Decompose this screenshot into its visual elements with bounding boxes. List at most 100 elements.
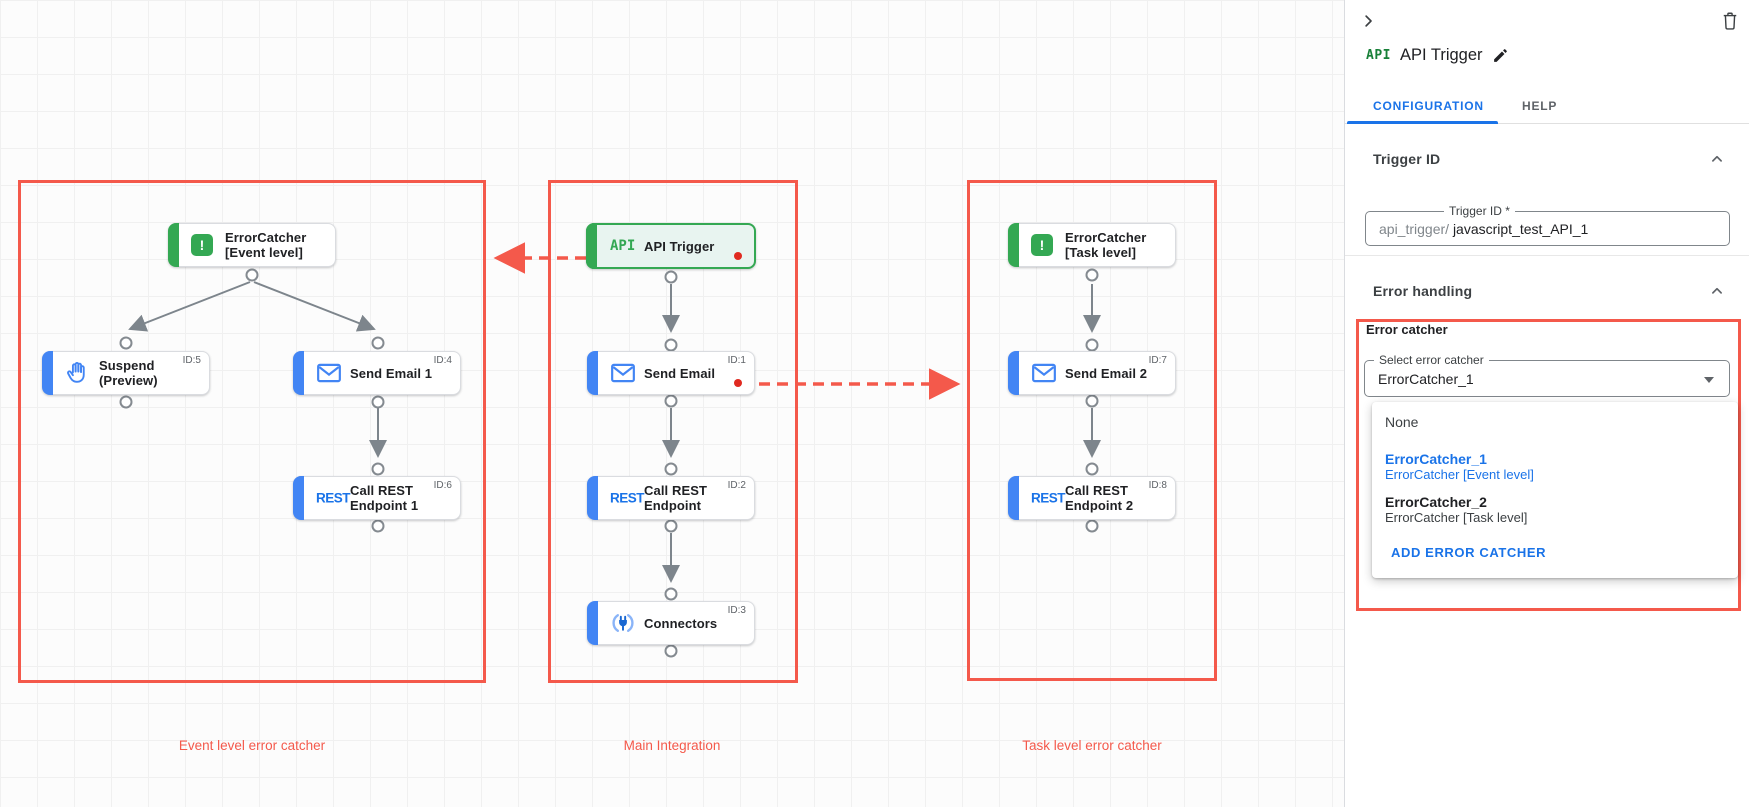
collapse-trigger-id-button[interactable] <box>1707 150 1727 170</box>
email-icon <box>1031 362 1057 384</box>
node-id-badge: ID:4 <box>433 355 452 366</box>
node-label: API Trigger <box>644 238 715 254</box>
node-id-badge: ID:7 <box>1148 355 1167 366</box>
error-catcher-icon: ! <box>1031 234 1053 256</box>
node-send-email[interactable]: Send Email ID:1 <box>587 351 755 395</box>
event-level-group-box <box>18 180 486 683</box>
rest-icon: REST <box>610 490 645 506</box>
rest-icon: REST <box>1031 490 1066 506</box>
pencil-icon <box>1494 48 1507 62</box>
node-label: Call REST <box>350 483 414 498</box>
node-label-line2: (Preview) <box>99 373 158 388</box>
node-accent-bar <box>1008 476 1019 520</box>
section-heading-error-handling[interactable]: Error handling <box>1373 283 1473 299</box>
email-icon <box>316 362 342 384</box>
node-error-catcher-event[interactable]: ! ErrorCatcher[Event level] <box>168 223 336 267</box>
node-send-email-2[interactable]: Send Email 2 ID:7 <box>1008 351 1176 395</box>
error-catcher-annotation-box <box>1356 319 1741 611</box>
menu-option-errorcatcher-2[interactable]: ErrorCatcher_2 ErrorCatcher [Task level] <box>1385 494 1528 525</box>
node-accent-bar <box>293 351 304 395</box>
trash-icon <box>1723 12 1737 30</box>
event-level-group-label: Event level error catcher <box>178 738 326 753</box>
menu-option-errorcatcher-1[interactable]: ErrorCatcher_1 ErrorCatcher [Event level… <box>1385 451 1534 482</box>
dropdown-arrow-icon <box>1704 376 1714 383</box>
node-label-line2: Endpoint <box>644 498 702 513</box>
error-catcher-select-label: Select error catcher <box>1374 353 1489 367</box>
integration-canvas[interactable]: ! ErrorCatcher[Event level] Suspend(Prev… <box>0 0 1344 807</box>
node-label: Send Email 1 <box>350 365 433 381</box>
config-panel: API API Trigger CONFIGURATION HELP Trigg… <box>1344 0 1749 807</box>
tab-configuration[interactable]: CONFIGURATION <box>1373 99 1484 113</box>
main-integration-group-label: Main Integration <box>623 738 721 753</box>
node-accent-bar <box>587 476 598 520</box>
add-error-catcher-button[interactable]: ADD ERROR CATCHER <box>1391 545 1547 560</box>
collapse-panel-button[interactable] <box>1358 12 1378 32</box>
main-integration-group-box <box>548 180 798 683</box>
node-error-catcher-task[interactable]: ! ErrorCatcher[Task level] <box>1008 223 1176 267</box>
api-trigger-icon: API <box>610 238 636 254</box>
trigger-id-field-label: Trigger ID * <box>1444 204 1515 218</box>
node-accent-bar <box>587 351 598 395</box>
trigger-id-value: javascript_test_API_1 <box>1452 220 1589 237</box>
node-label-line2: [Event level] <box>225 245 303 260</box>
node-label: Call REST <box>644 483 708 498</box>
node-suspend[interactable]: Suspend(Preview) ID:5 <box>42 351 210 395</box>
panel-tabs: CONFIGURATION HELP <box>1345 95 1749 125</box>
tab-help[interactable]: HELP <box>1522 99 1558 113</box>
error-catcher-select-value: ErrorCatcher_1 <box>1378 370 1474 387</box>
node-id-badge: ID:1 <box>727 355 746 366</box>
active-tab-underline <box>1347 121 1498 124</box>
node-accent-bar <box>587 601 598 645</box>
hand-icon <box>65 361 90 386</box>
node-label-line2: Endpoint 1 <box>350 498 419 513</box>
section-divider <box>1345 255 1749 256</box>
trigger-id-field[interactable]: Trigger ID * api_trigger/ javascript_tes… <box>1365 204 1730 246</box>
delete-trigger-button[interactable] <box>1719 10 1741 34</box>
node-label-line2: Endpoint 2 <box>1065 498 1134 513</box>
error-catcher-select[interactable]: Select error catcher ErrorCatcher_1 <box>1364 353 1730 397</box>
node-accent-bar <box>168 223 179 267</box>
task-level-group-label: Task level error catcher <box>1022 738 1162 753</box>
section-heading-trigger-id[interactable]: Trigger ID <box>1373 151 1441 167</box>
node-send-email-1[interactable]: Send Email 1 ID:4 <box>293 351 461 395</box>
error-catcher-dropdown-menu: None ErrorCatcher_1 ErrorCatcher [Event … <box>1372 402 1738 578</box>
node-label: Connectors <box>644 615 718 631</box>
error-indicator-dot <box>734 252 742 260</box>
chevron-up-icon <box>1712 287 1722 294</box>
tabs-divider <box>1345 123 1749 124</box>
node-accent-bar <box>42 351 53 395</box>
node-label: ErrorCatcher <box>225 230 307 245</box>
node-id-badge: ID:5 <box>182 355 201 366</box>
api-trigger-logo-icon: API <box>1366 48 1391 63</box>
panel-title: API Trigger <box>1399 46 1483 64</box>
node-id-badge: ID:3 <box>727 605 746 616</box>
node-api-trigger[interactable]: API API Trigger <box>586 223 756 269</box>
node-label: Send Email 2 <box>1065 365 1148 381</box>
node-label: Suspend <box>99 358 155 373</box>
task-level-group-box <box>967 180 1217 681</box>
node-id-badge: ID:6 <box>433 480 452 491</box>
trigger-id-prefix: api_trigger/ <box>1379 220 1450 237</box>
collapse-error-handling-button[interactable] <box>1707 282 1727 302</box>
rest-icon: REST <box>316 490 351 506</box>
node-accent-bar <box>293 476 304 520</box>
chevron-up-icon <box>1712 155 1722 162</box>
node-connectors[interactable]: Connectors ID:3 <box>587 601 755 645</box>
chevron-right-icon <box>1365 15 1372 27</box>
node-accent-bar <box>1008 351 1019 395</box>
connector-icon <box>610 610 636 636</box>
node-id-badge: ID:8 <box>1148 480 1167 491</box>
error-catcher-group-label: Error catcher <box>1366 322 1448 337</box>
menu-option-none[interactable]: None <box>1385 414 1419 430</box>
error-indicator-dot <box>734 379 742 387</box>
edit-title-button[interactable] <box>1492 47 1510 65</box>
node-label: Call REST <box>1065 483 1129 498</box>
node-id-badge: ID:2 <box>727 480 746 491</box>
node-label-line2: [Task level] <box>1065 245 1137 260</box>
error-catcher-icon: ! <box>191 234 213 256</box>
node-accent-bar <box>586 223 597 269</box>
